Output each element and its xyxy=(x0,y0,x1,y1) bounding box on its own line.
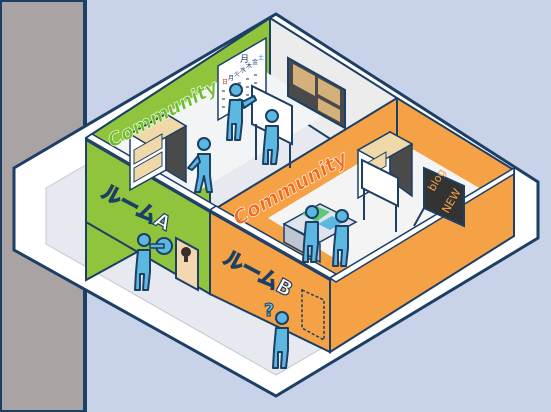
question-mark-icon: ? xyxy=(264,300,274,321)
calendar-weekday-sat: 土 xyxy=(258,54,264,62)
